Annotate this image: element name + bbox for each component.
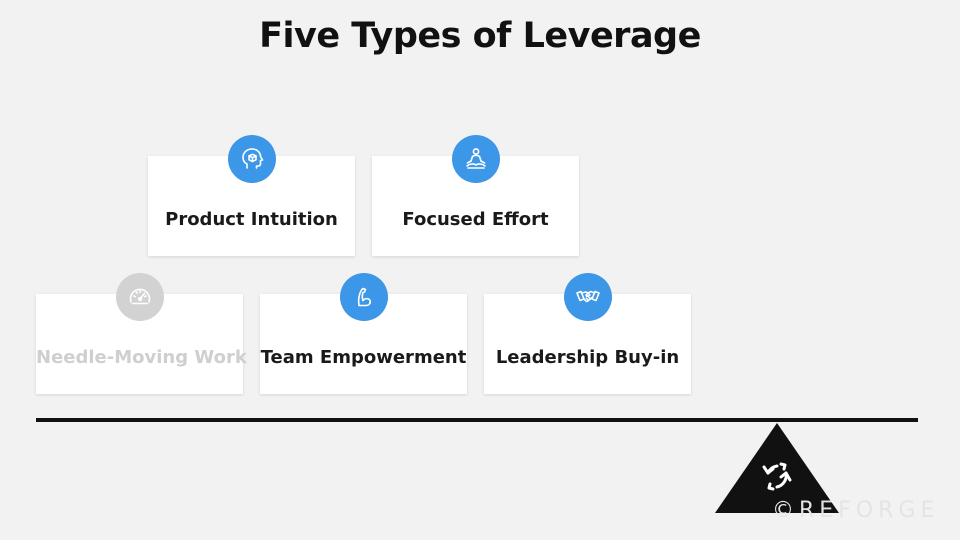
brand-watermark: ©REFORGE (772, 498, 940, 523)
card-label: Leadership Buy-in (495, 347, 680, 368)
meditation-icon (452, 135, 500, 183)
fulcrum-triangle (715, 423, 839, 513)
card-label: Product Intuition (165, 209, 338, 230)
card-label: Team Empowerment (260, 347, 467, 368)
page-title: Five Types of Leverage (259, 16, 701, 56)
speedometer-icon (116, 273, 164, 321)
head-cube-icon (228, 135, 276, 183)
flexed-arm-icon (340, 273, 388, 321)
card-label: Focused Effort (402, 209, 549, 230)
lever-beam (36, 418, 918, 422)
handshake-icon (564, 273, 612, 321)
card-needle-moving-work: Needle-Moving Work (36, 294, 247, 394)
card-label: Needle-Moving Work (36, 347, 247, 368)
refresh-cycle-icon (762, 462, 792, 491)
